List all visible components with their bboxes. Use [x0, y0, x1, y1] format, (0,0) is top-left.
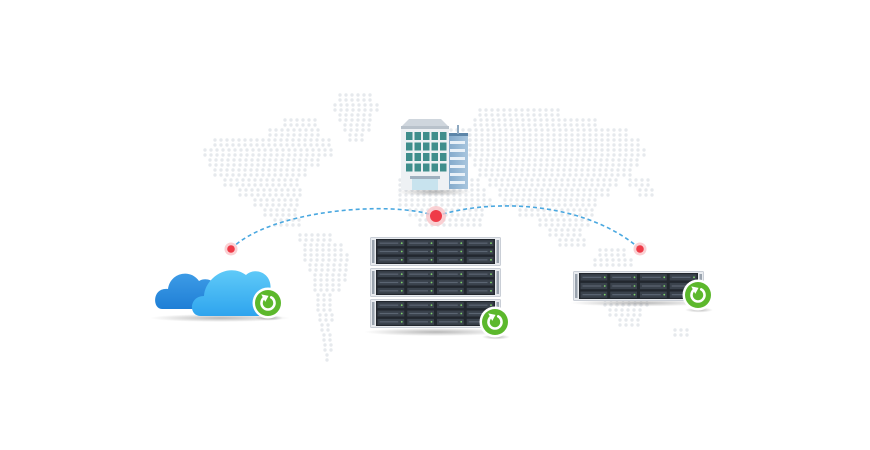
rack-unit-top [370, 237, 501, 266]
remote-node [633, 242, 647, 256]
link-left [230, 207, 437, 250]
rack-server-icon [570, 271, 710, 307]
cloud-node [224, 242, 238, 256]
office-building-icon [396, 119, 472, 196]
sync-arrow-icon [479, 306, 511, 340]
hub-node [426, 206, 446, 226]
rack-server-stack-icon [364, 237, 508, 336]
world-map-dots [203, 93, 689, 362]
sync-arrow-icon [682, 279, 714, 313]
link-right [435, 205, 641, 250]
rack-unit-remote [573, 271, 704, 301]
sync-arrow-icon [252, 287, 284, 321]
rack-unit-middle [370, 268, 501, 297]
replication-links [230, 205, 641, 250]
